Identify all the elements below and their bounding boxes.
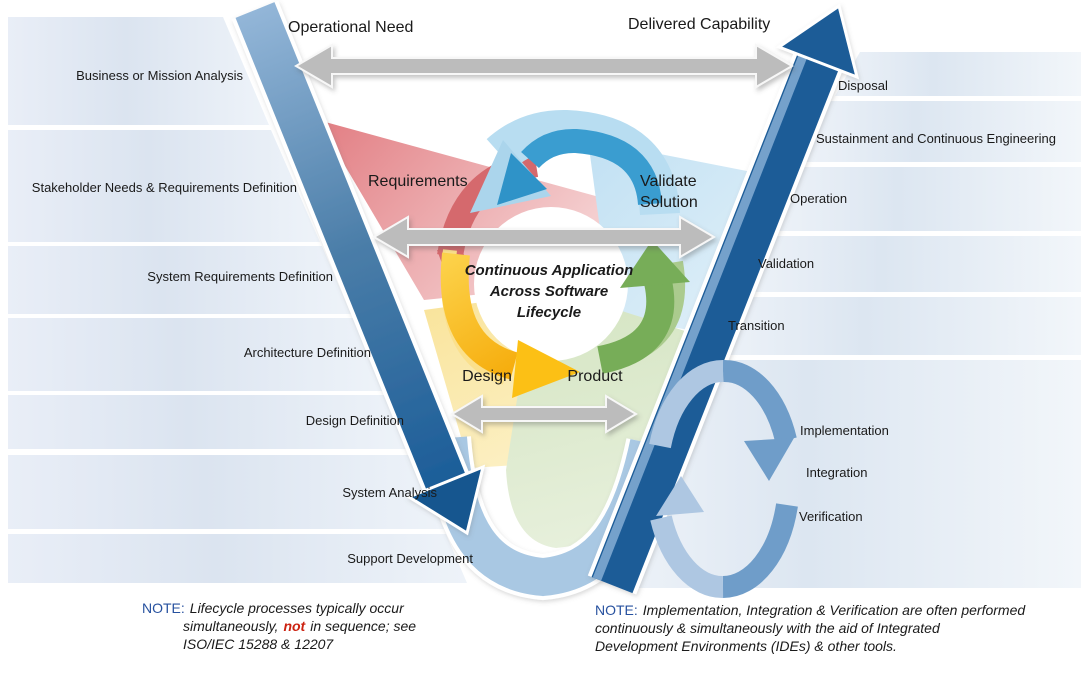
right-arm-shaft (591, 53, 839, 594)
note-left-line1: Lifecycle processes typically occur (190, 600, 405, 616)
note-right-line1: Implementation, Integration & Verificati… (643, 602, 1027, 618)
band-system-requirements (8, 246, 351, 314)
band-sustainment (805, 101, 1081, 162)
band-business-mission-analysis (8, 17, 269, 125)
right-lifecycle-labels: Disposal Sustainment and Continuous Engi… (728, 78, 1056, 333)
validate-label-line1: Validate (640, 173, 697, 190)
hub-line3: Lifecycle (517, 304, 581, 321)
left-arm-shaft (235, 2, 470, 500)
gray-bidirectional-arrows (294, 43, 794, 434)
loop-down-arrowhead (744, 438, 794, 481)
label-stakeholder-needs: Stakeholder Needs & Requirements Definit… (32, 180, 297, 195)
band-validation (748, 236, 1081, 292)
iiv-loop (649, 359, 798, 599)
note-left: NOTE: Lifecycle processes typically occur… (142, 600, 416, 652)
note-left-line2-em: not (283, 618, 306, 634)
label-architecture-definition: Architecture Definition (244, 345, 371, 360)
blue-cycle-arrowhead (497, 153, 547, 205)
band-disposal (835, 52, 1081, 96)
label-integration: Integration (806, 465, 867, 480)
requirements-validate-arrow (372, 215, 716, 259)
hub-line1: Continuous Application (465, 262, 634, 279)
right-arm-highlight (592, 54, 808, 581)
loop-up-arrowhead (656, 476, 704, 516)
label-implementation: Implementation (800, 423, 889, 438)
label-transition: Transition (728, 318, 785, 333)
label-operation: Operation (790, 191, 847, 206)
blue-cycle-arrow (521, 128, 662, 206)
center-cycle-labels: Requirements Validate Solution Design Pr… (368, 173, 698, 385)
validate-label-line2: Solution (640, 194, 698, 211)
loop-dark-arc-bottom (722, 503, 798, 598)
left-arm-arrowhead (405, 464, 486, 536)
green-cycle-arrowhead (620, 240, 690, 288)
note-left-line3: ISO/IEC 15288 & 12207 (183, 636, 334, 652)
notes: NOTE: Lifecycle processes typically occur… (142, 600, 1026, 654)
delivered-capability-label: Delivered Capability (628, 16, 770, 33)
green-cycle-arrow (596, 279, 675, 374)
hub-line2: Across Software (489, 283, 608, 300)
left-lifecycle-labels: Business or Mission Analysis Stakeholder… (32, 68, 474, 566)
operational-need-label: Operational Need (288, 19, 413, 36)
label-system-analysis: System Analysis (342, 485, 437, 500)
yellow-cycle-arrowhead (512, 340, 580, 398)
band-stakeholder-needs (8, 130, 320, 242)
band-iiv (625, 360, 1081, 588)
band-transition (720, 297, 1081, 355)
v-left-arm (231, 0, 486, 536)
label-verification: Verification (799, 509, 863, 524)
left-process-bands (8, 17, 467, 583)
band-design-definition (8, 395, 409, 449)
note-right: NOTE: Implementation, Integration & Verif… (595, 602, 1026, 654)
note-left-prefix: NOTE: (142, 600, 185, 616)
note-right-line2: continuously & simultaneously with the a… (595, 620, 941, 636)
band-support-development (8, 534, 467, 583)
note-right-prefix: NOTE: (595, 602, 638, 618)
band-system-analysis (8, 455, 444, 529)
label-system-requirements: System Requirements Definition (147, 269, 333, 284)
loop-dark-arc-top (722, 360, 797, 443)
right-process-bands (625, 52, 1081, 588)
label-validation: Validation (758, 256, 814, 271)
band-operation (775, 167, 1081, 231)
design-label: Design (462, 368, 512, 385)
label-business-mission-analysis: Business or Mission Analysis (76, 68, 243, 83)
loop-light-arc-bottom (650, 515, 724, 599)
design-product-arrow (450, 394, 638, 434)
center-cycle-arrows (437, 109, 690, 398)
product-label: Product (567, 368, 623, 385)
loop-light-arc-top (649, 359, 724, 449)
band-architecture-definition (8, 318, 384, 391)
note-right-line3: Development Environments (IDEs) & other … (595, 638, 897, 654)
label-design-definition: Design Definition (306, 413, 404, 428)
iiv-loop-labels: Implementation Integration Verification (799, 423, 889, 524)
yellow-cycle-arrow (440, 252, 519, 380)
note-left-line2-pre: simultaneously, (183, 618, 278, 634)
hub-text: Continuous Application Across Software L… (465, 262, 634, 321)
operational-need-capability-arrow (294, 43, 794, 89)
requirements-label: Requirements (368, 173, 468, 190)
label-disposal: Disposal (838, 78, 888, 93)
right-arm-arrowhead (775, 3, 860, 80)
v-right-arm (587, 3, 860, 595)
label-sustainment: Sustainment and Continuous Engineering (816, 131, 1056, 146)
note-left-line2-post: in sequence; see (310, 618, 416, 634)
label-support-development: Support Development (347, 551, 473, 566)
